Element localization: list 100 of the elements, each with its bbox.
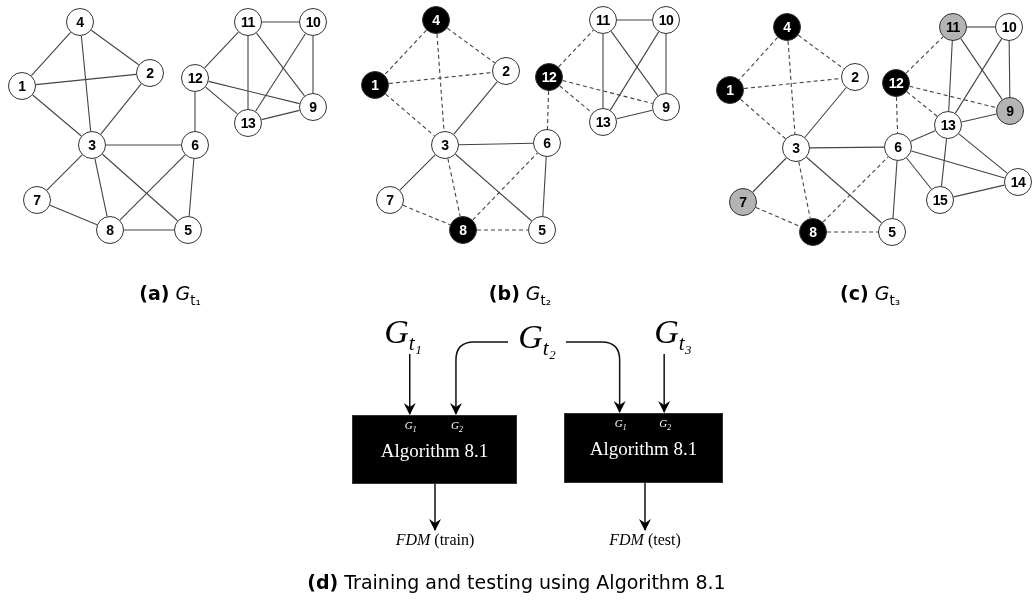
graph-edge (616, 109, 653, 120)
graph-vertex: 8 (799, 218, 827, 246)
graph-edge (476, 229, 529, 231)
graph-edge (105, 144, 182, 146)
graph-edge (46, 154, 83, 191)
graph-vertex: 8 (449, 216, 477, 244)
subfigure-caption: (b) G$_{t₂}$ (488, 282, 552, 308)
graph-vertex: 12 (181, 64, 209, 92)
graph-vertex: 2 (841, 63, 869, 91)
graph-vertex: 4 (66, 8, 94, 36)
subfigure-caption: (a) G$_{t₁}$ (139, 282, 201, 308)
graph-edge (94, 158, 108, 217)
graph-edge (35, 73, 137, 86)
graph-edge (446, 27, 496, 64)
graph-vertex: 9 (996, 97, 1024, 125)
graph-edge (798, 161, 811, 219)
graph-edge (100, 83, 142, 135)
graph-vertex: 5 (174, 216, 202, 244)
algorithm-box (352, 415, 517, 484)
graph-edge (255, 32, 306, 97)
graph-edge (188, 158, 195, 217)
figure-caption: (d) Training and testing using Algorithm 8.1 (306, 571, 727, 593)
graph-vertex: 2 (492, 57, 520, 85)
graph-vertex: 13 (234, 109, 262, 137)
graph-edge (49, 204, 98, 226)
graph-edge (602, 33, 604, 109)
graph-edge (32, 94, 82, 137)
graph-vertex: 9 (652, 93, 680, 121)
graph-edge (119, 154, 186, 221)
graph-vertex: 7 (23, 186, 51, 214)
graph-edge (402, 204, 451, 226)
graph-vertex: 13 (589, 108, 617, 136)
graph-edge (247, 35, 249, 110)
arrow (429, 483, 441, 531)
graph-edge (961, 113, 997, 123)
graph-edge (809, 146, 885, 149)
algorithm-title: Algorithm 8.1 (588, 438, 699, 460)
graph-vertex: 11 (939, 13, 967, 41)
graph-edge (905, 36, 944, 74)
graph-vertex: 1 (361, 71, 389, 99)
graph-edge (458, 142, 534, 146)
graph-vertex: 1 (8, 72, 36, 100)
graph-vertex: 6 (884, 133, 912, 161)
graph-edge (958, 133, 1008, 174)
graph-vertex: 10 (995, 13, 1023, 41)
graph-edge (909, 85, 997, 109)
graph-vertex: 5 (878, 218, 906, 246)
graph-vertex: 12 (882, 69, 910, 97)
graph-edge (948, 40, 953, 112)
input-label: G$_{1}$ (614, 417, 627, 433)
output-label: FDM (train) (370, 531, 500, 549)
graph-edge (399, 154, 436, 191)
graph-edge (892, 160, 898, 219)
graph-edge (542, 156, 547, 217)
graph-vertex: 1 (716, 76, 744, 104)
graph-edge (384, 29, 427, 76)
graph-edge (436, 33, 445, 132)
graph-edge (787, 40, 796, 135)
graph-edge (261, 109, 300, 121)
graph-edge (261, 21, 300, 23)
graph-edge (101, 153, 179, 222)
graph-edge (205, 86, 238, 115)
graph-edge (822, 156, 889, 223)
graph-edge (559, 85, 593, 114)
input-label: G$_{1}$ (404, 419, 417, 435)
graph-vertex: 3 (78, 131, 106, 159)
graph-edge (204, 31, 239, 69)
graph-vertex: 3 (782, 134, 810, 162)
graph-vertex: 3 (431, 131, 459, 159)
graph-edge (752, 157, 787, 193)
graph-edge (616, 19, 653, 21)
graph-vertex: 4 (422, 6, 450, 34)
algorithm-box (564, 413, 723, 483)
graph-edge (1008, 40, 1011, 98)
graph-edge (453, 81, 498, 135)
graph-vertex: 10 (299, 8, 327, 36)
graph-vertex: 2 (136, 59, 164, 87)
graph-edge (610, 30, 659, 97)
graph-edge (388, 71, 493, 85)
graph-edge (906, 157, 932, 190)
graph-edge (208, 80, 300, 105)
graph-edge (797, 34, 845, 70)
graph-edge (255, 33, 306, 112)
graph-edge (80, 35, 92, 132)
graph-edge (30, 31, 72, 77)
graph-edge (953, 184, 1005, 198)
graph-vertex: 7 (729, 188, 757, 216)
graph-edge (665, 33, 667, 94)
graph-vertex: 14 (1004, 168, 1032, 196)
graph-edge (90, 29, 140, 66)
arrow (658, 353, 671, 413)
graph-edge (966, 26, 996, 28)
graph-edge (609, 31, 660, 111)
arrow (639, 482, 651, 531)
arrow (565, 341, 626, 413)
input-label: G$_{2}$ (451, 419, 463, 435)
graph-edge (806, 156, 882, 224)
graph-vertex: 11 (589, 6, 617, 34)
graph-vertex: 8 (96, 216, 124, 244)
graph-edge (558, 29, 594, 68)
